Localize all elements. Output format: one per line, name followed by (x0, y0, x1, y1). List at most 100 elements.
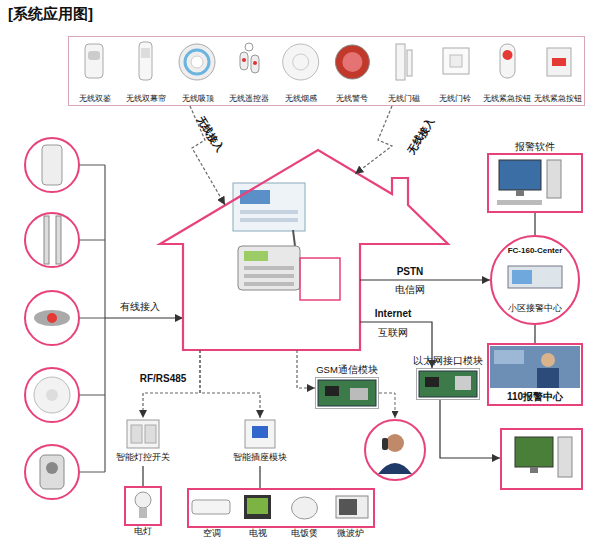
officer-body (537, 368, 559, 388)
pc-tower (547, 160, 561, 198)
node-text: 智能灯控开关 (116, 452, 170, 462)
note-label: 电信网 (395, 283, 425, 297)
socket-icon (245, 420, 275, 448)
note-label: 有线接入 (120, 300, 160, 314)
wireless-device: 无线双鉴 (69, 37, 121, 105)
switch-key (145, 425, 156, 443)
monitor-icon (499, 160, 541, 190)
monitor-icon (515, 437, 553, 467)
police-box: 110报警中心 (487, 343, 583, 406)
light-switch: 智能灯控开关 (125, 418, 161, 450)
node-text: 电视 (249, 528, 267, 538)
ceiling-detector-lens (46, 389, 58, 401)
connector (200, 350, 260, 418)
connector (143, 350, 200, 418)
computer-box (500, 428, 583, 490)
operator-head (386, 434, 404, 452)
police-photo (490, 346, 580, 388)
software-box: 报警软件 (487, 153, 583, 213)
center-circle: FC-160-Center小区接警中心 (490, 235, 580, 325)
remote-button (253, 61, 257, 65)
wireless-device: 无线紧急按钮 (481, 37, 533, 105)
edge-label: 无线接入 (404, 115, 437, 156)
monitor-stand (516, 190, 524, 196)
gsm-call-arrow (379, 393, 395, 418)
house-window (300, 258, 340, 300)
note-label: RF/RS485 (140, 373, 187, 384)
keyboard (497, 200, 542, 205)
pir-lens (88, 51, 100, 60)
appliance: 电视 (235, 490, 281, 526)
phone (382, 438, 388, 450)
connector (360, 279, 490, 280)
bus-wire (79, 472, 105, 473)
ethernet-board (419, 371, 477, 397)
bus-wire (79, 395, 105, 396)
switch-icon (127, 420, 159, 448)
device-strip: 无线双鉴无线双幕帘无线吸顶无线遥控器无线烟感无线警号无线门磁无线门铃无线紧急按钮… (68, 36, 585, 106)
detector-circle (25, 445, 79, 499)
keypad-row (244, 274, 294, 278)
ceiling-lens (191, 56, 203, 68)
wired-arrow (105, 317, 183, 318)
receiver-device (508, 266, 562, 288)
connector (534, 325, 535, 343)
curtain-lens (141, 48, 150, 58)
node-text: 110报警中心 (507, 391, 563, 403)
node-text: 无线门磁 (388, 95, 420, 104)
door-magnet-icon (407, 50, 412, 76)
keypad-row (244, 282, 294, 286)
bulb-base (139, 508, 147, 518)
node-text: 智能插座模块 (233, 452, 287, 462)
operator-body (378, 463, 412, 474)
bulb-icon (135, 492, 151, 508)
wireless-device: 无线警号 (327, 37, 379, 105)
smart-socket: 智能插座模块 (242, 418, 278, 450)
keypad-row (244, 266, 294, 270)
node-text: 报警软件 (515, 142, 555, 153)
key-ring (245, 43, 253, 51)
house-node (160, 148, 450, 351)
panel-row (240, 218, 298, 222)
node-text: 微波炉 (337, 528, 364, 538)
detector-circle (25, 213, 79, 267)
ceiling-detector-icon (34, 377, 70, 413)
receiver-screen (512, 270, 532, 284)
bus-wire (79, 240, 105, 241)
remote-icon (240, 52, 248, 70)
operator-circle (365, 420, 425, 480)
node-text: 小区接警中心 (508, 303, 562, 313)
board-chip (350, 388, 368, 400)
edge-label: PSTN (397, 266, 424, 277)
node-text: 无线吸顶 (182, 95, 214, 104)
gsm-module: GSM通信模块 (315, 377, 379, 409)
connector (142, 466, 143, 486)
beam-sensor-icon (56, 216, 61, 264)
detector-circle (25, 291, 79, 345)
panic-button-icon (500, 44, 515, 78)
board-chip (425, 377, 439, 387)
wireless-device: 无线门磁 (378, 37, 430, 105)
dual-detector-lens (46, 462, 58, 474)
pc-tower (558, 437, 572, 477)
node-text: GSM通信模块 (316, 365, 378, 376)
wireless-device: 无线门铃 (430, 37, 482, 105)
wireless-device: 无线烟感 (275, 37, 327, 105)
socket-display (252, 426, 268, 438)
node-text: 电灯 (134, 526, 152, 536)
pir-detector-icon (42, 145, 62, 185)
edge-label: Internet (375, 308, 412, 319)
tv-icon (244, 495, 271, 519)
appliance-box: 空调电视电饭煲微波炉 (187, 488, 375, 528)
wireless-device: 无线双幕帘 (121, 37, 173, 105)
panic-button-icon (547, 48, 571, 76)
note-label: 互联网 (378, 326, 408, 340)
connector (355, 106, 392, 174)
beam-sensor-icon (44, 216, 49, 264)
node-text: 无线门铃 (439, 95, 471, 104)
siren-lens (342, 52, 362, 72)
ceiling-ring (185, 50, 209, 74)
node-text: 无线紧急按钮 (534, 95, 582, 104)
